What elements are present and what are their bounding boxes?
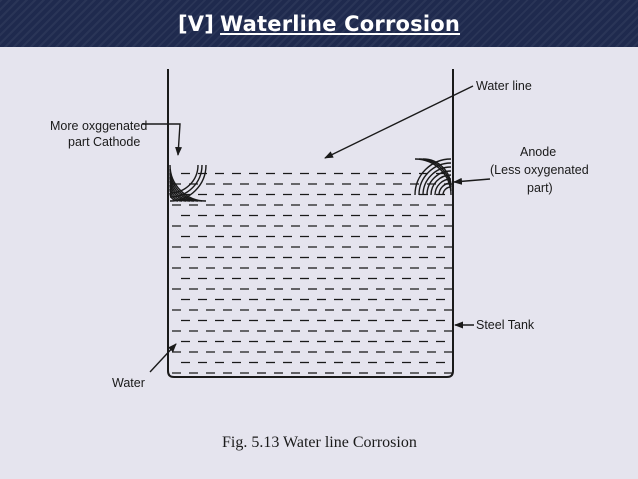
figure-area: More oxggenated part Cathode Water line …: [0, 47, 638, 479]
slide-title: [V]Waterline Corrosion: [178, 12, 460, 36]
waterline-corrosion-diagram: More oxggenated part Cathode Water line …: [50, 69, 589, 451]
water-line-label: Water line: [476, 79, 532, 93]
title-text: Waterline Corrosion: [220, 11, 461, 36]
cathode-label-line2: part Cathode: [68, 135, 140, 149]
water-line-leader: [324, 85, 474, 159]
cathode-leader: [142, 123, 183, 156]
anode-corrosion-arcs: [414, 158, 452, 196]
title-prefix: [V]: [177, 11, 215, 36]
cathode-corrosion-arcs: [169, 164, 207, 202]
anode-label-line1: Anode: [520, 145, 556, 159]
water-dashes: [172, 172, 453, 374]
anode-leader: [453, 177, 491, 185]
figure-caption: Fig. 5.13 Water line Corrosion: [222, 434, 417, 451]
slide-header: [V]Waterline Corrosion: [0, 0, 638, 47]
leader-arrows: [142, 85, 491, 373]
steel-tank-label: Steel Tank: [476, 318, 535, 332]
water-leader: [149, 343, 177, 373]
anode-label-line3: part): [527, 181, 553, 195]
cathode-label-line1: More oxggenated: [50, 119, 147, 133]
anode-label-line2: (Less oxygenated: [490, 163, 589, 177]
water-label: Water: [112, 376, 145, 390]
